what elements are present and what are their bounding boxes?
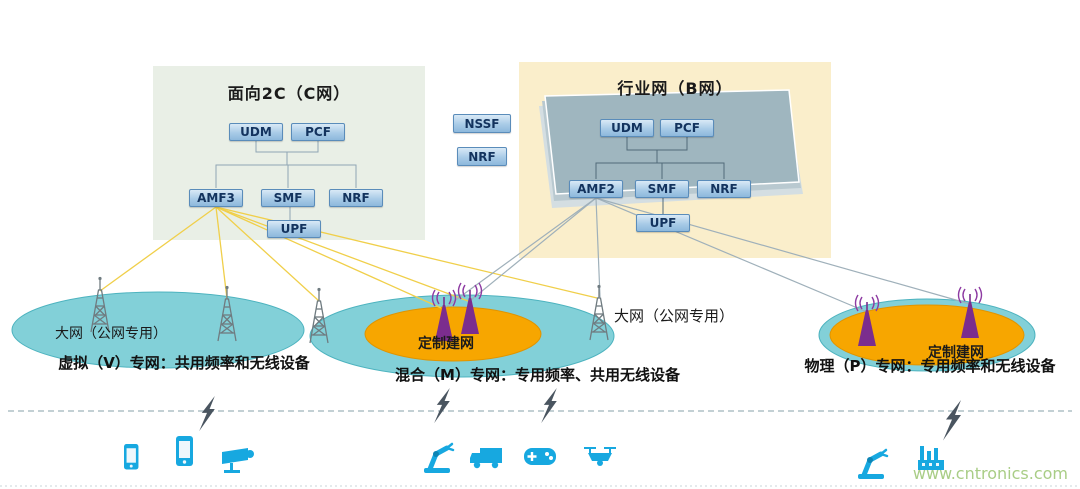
robot-arm-icon [424, 444, 453, 473]
lightning-icon [199, 396, 215, 432]
right-cloud-label: 定制建网 [928, 345, 984, 361]
left-cloud-label: 大网（公网专用） [55, 326, 167, 342]
drone-icon [583, 447, 617, 467]
right-network-caption: 物理（P）专网：专用频率和无线设备 [804, 357, 1056, 375]
middle-cloud-label: 定制建网 [418, 336, 474, 352]
mobile-phone-icon [124, 444, 139, 470]
robot-arm-icon [858, 450, 887, 479]
node-nrf-c: NRF [329, 189, 383, 207]
node-nrf-shared: NRF [457, 147, 507, 166]
lightning-icon [434, 388, 450, 424]
node-amf2: AMF2 [569, 180, 623, 198]
node-amf3: AMF3 [189, 189, 243, 207]
b-network-title: 行业网（B网） [617, 79, 733, 98]
cell-tower-icon [309, 287, 329, 344]
lightning-icon [943, 400, 961, 441]
middle-custom-zone [364, 306, 542, 362]
node-pcf-c: PCF [291, 123, 345, 141]
c-network-title: 面向2C（C网） [227, 84, 351, 103]
node-udm-b: UDM [600, 119, 654, 137]
node-pcf-b: PCF [660, 119, 714, 137]
gamepad-icon [522, 446, 558, 467]
node-nssf: NSSF [453, 114, 511, 133]
truck-icon [470, 448, 502, 469]
node-nrf-b: NRF [697, 180, 751, 198]
node-smf-c: SMF [261, 189, 315, 207]
right-custom-zone [829, 304, 1025, 366]
smartphone-icon [176, 436, 193, 466]
cell-tower-icon [589, 284, 609, 341]
node-smf-b: SMF [635, 180, 689, 198]
c-panel-connectors [215, 141, 357, 220]
node-upf-c: UPF [267, 220, 321, 238]
left-network-caption: 虚拟（V）专网：共用频率和无线设备 [58, 354, 310, 372]
middle-network-caption: 混合（M）专网：专用频率、共用无线设备 [395, 366, 680, 384]
cctv-camera-icon [222, 448, 254, 473]
c-network-panel [153, 66, 425, 240]
b-panel-connectors [595, 137, 725, 214]
lightning-icon [541, 388, 557, 424]
watermark: www.cntronics.com [912, 464, 1068, 483]
middle-cloud-side-label: 大网（公网专用） [614, 307, 735, 325]
amf2-coverage-lines [445, 197, 971, 313]
node-udm-c: UDM [229, 123, 283, 141]
node-upf-b: UPF [636, 214, 690, 232]
